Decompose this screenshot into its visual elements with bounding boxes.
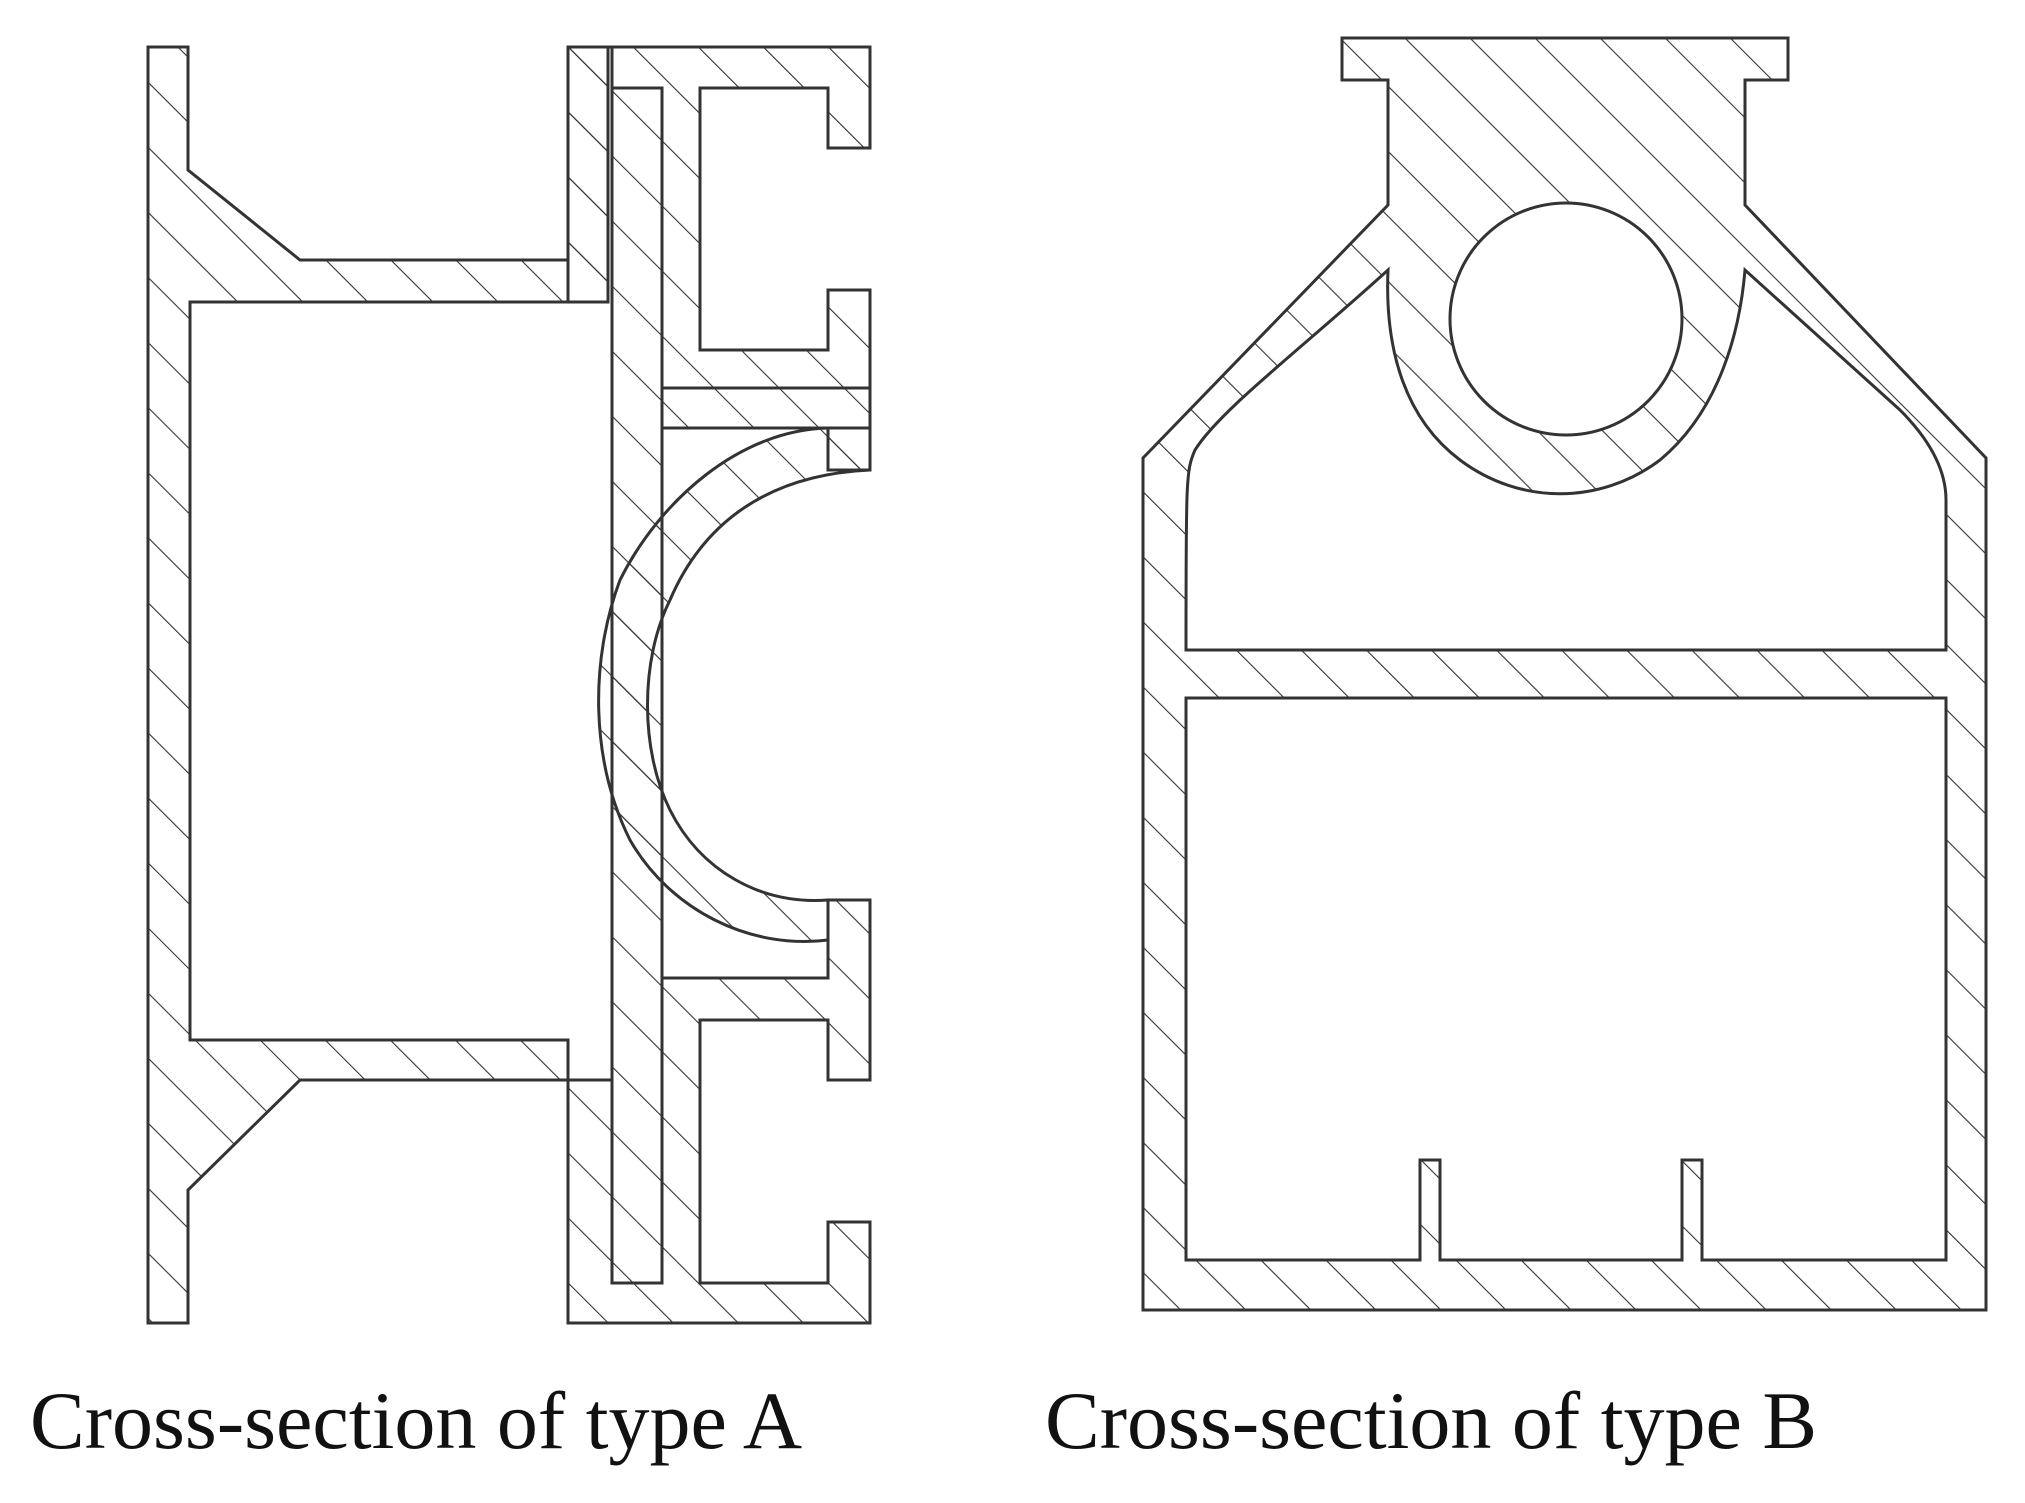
caption-type-a: Cross-section of type A [30, 1375, 803, 1466]
caption-type-b: Cross-section of type B [1045, 1375, 1818, 1466]
type-a-lower-rib [566, 898, 872, 1325]
type-a-cross-section [146, 45, 872, 1325]
type-b-bore [1448, 201, 1684, 437]
type-b-housing [1141, 36, 1988, 1312]
type-b-cross-section [1141, 36, 1988, 1312]
type-a-upper-rib [660, 386, 872, 472]
type-a-top-c-channel [568, 45, 872, 390]
type-a-left-flange [146, 45, 610, 1325]
